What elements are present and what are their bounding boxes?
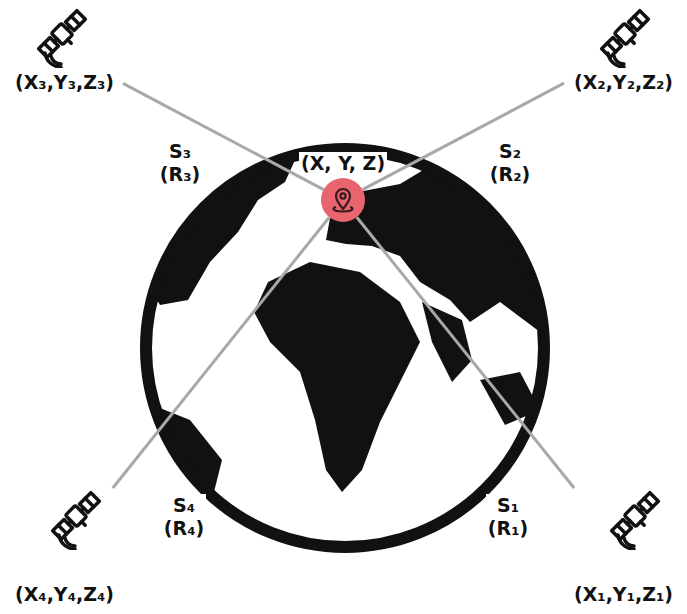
- range-line: [357, 217, 574, 488]
- satellite-icon-holder: [594, 6, 656, 72]
- range-line: [363, 83, 565, 190]
- range-line-stroke: [123, 83, 324, 189]
- range-label: S₄ (R₄): [162, 494, 206, 540]
- satellite-icon-holder: [604, 488, 666, 554]
- range-label: S₁ (R₁): [486, 494, 530, 540]
- coordinate-label: (X₂,Y₂,Z₂): [574, 70, 673, 94]
- satellite-node: (X₂,Y₂,Z₂): [564, 6, 682, 98]
- satellite-icon-holder: [31, 6, 93, 72]
- coordinate-label: (X, Y, Z): [299, 152, 387, 174]
- range-label: S₂ (R₂): [488, 140, 532, 186]
- satellite-icon: [594, 6, 656, 68]
- range-line-stroke: [113, 217, 329, 488]
- satellite-node: (X₃,Y₃,Z₃): [5, 6, 123, 98]
- coordinate-label: (X₁,Y₁,Z₁): [574, 582, 673, 606]
- satellite-icon: [31, 6, 93, 68]
- range-line-stroke: [363, 83, 565, 190]
- ocean: [146, 149, 544, 547]
- arabia: [422, 302, 472, 382]
- range-line: [113, 217, 329, 488]
- globe-outline: [146, 149, 544, 547]
- satellite-icon-holder: [45, 488, 107, 554]
- coordinate-label: (X₄,Y₄,Z₄): [15, 582, 114, 606]
- satellite-node: (X₄,Y₄,Z₄): [5, 488, 123, 610]
- satellite-node: (X₁,Y₁,Z₁): [564, 488, 682, 610]
- position-marker: (X, Y, Z): [321, 178, 365, 222]
- range-line-stroke: [357, 217, 574, 488]
- satellite-icon: [604, 488, 666, 550]
- range-label: S₃ (R₃): [158, 140, 202, 186]
- africa: [254, 262, 420, 492]
- range-line: [123, 83, 324, 189]
- location-marker: [321, 178, 365, 222]
- satellite-icon: [45, 488, 107, 550]
- coordinate-label: (X₃,Y₃,Z₃): [15, 70, 114, 94]
